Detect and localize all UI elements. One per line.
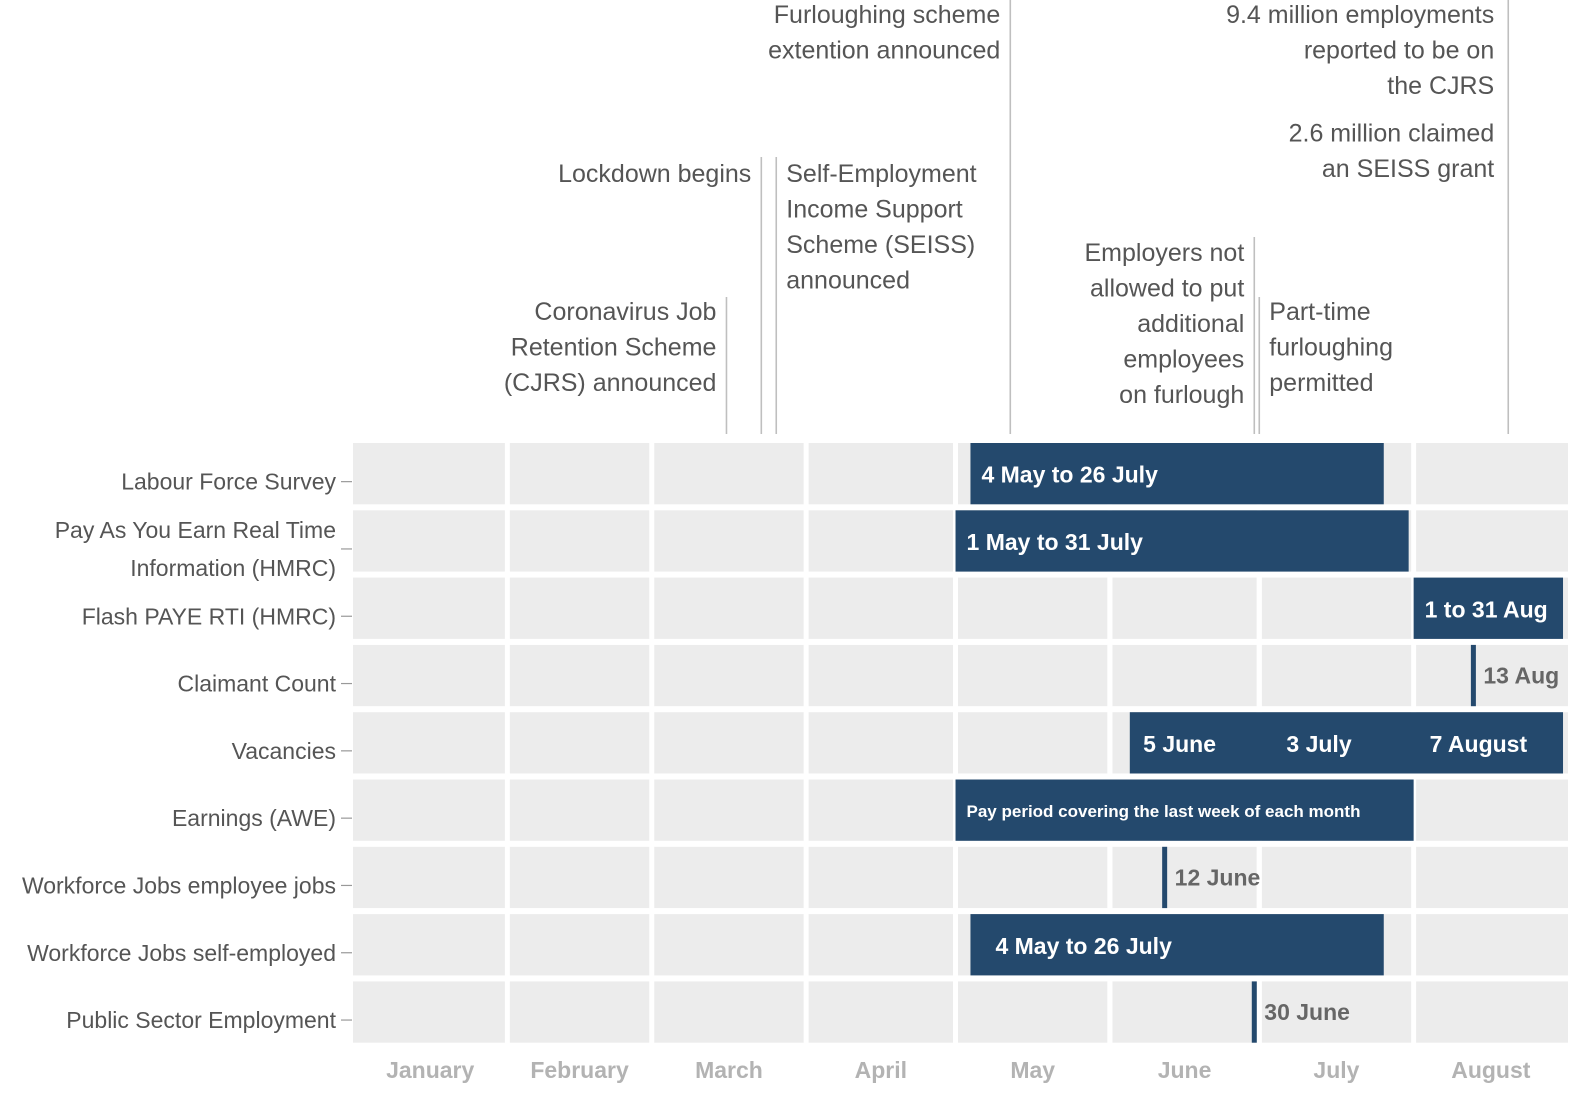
y-tick-label: Earnings (AWE) — [172, 805, 336, 831]
row-separator — [353, 571, 1568, 578]
month-gridline — [953, 443, 959, 1049]
event-label: Income Support — [786, 196, 963, 224]
y-tick-label: Flash PAYE RTI (HMRC) — [82, 603, 336, 629]
event-label: Self-Employment — [786, 160, 976, 188]
event-label: announced — [786, 267, 910, 295]
event-label: Part-time — [1269, 298, 1370, 326]
row-separator — [353, 638, 1568, 645]
y-tick-label: Labour Force Survey — [121, 469, 336, 495]
month-gridline — [649, 443, 655, 1049]
period-bar — [970, 914, 1384, 976]
row-separator — [353, 975, 1568, 982]
y-tick-label: Claimant Count — [177, 671, 336, 697]
row-separator — [353, 840, 1568, 847]
period-bar — [1413, 577, 1564, 639]
event-label: Employers not — [1084, 239, 1244, 267]
x-axis-labels: January February March April May June July Augu… — [386, 1057, 1531, 1083]
x-tick-label: August — [1451, 1057, 1531, 1083]
x-tick-label: March — [695, 1057, 763, 1083]
event-label: 9.4 million employments — [1226, 1, 1494, 29]
event-label: on furlough — [1119, 381, 1244, 409]
bar-label: 5 June — [1143, 731, 1216, 757]
x-tick-label: January — [386, 1057, 474, 1083]
point-marker — [1251, 981, 1257, 1043]
row-separator — [353, 908, 1568, 915]
event-label: permitted — [1269, 369, 1373, 397]
x-tick-label: February — [530, 1057, 629, 1083]
row-separator — [353, 706, 1568, 713]
point-label: 30 June — [1264, 999, 1350, 1025]
y-tick-label: Information (HMRC) — [130, 555, 336, 581]
bar-label: 4 May to 26 July — [981, 462, 1158, 488]
event-label: reported to be on — [1304, 37, 1494, 65]
period-bars: 4 May to 26 July 1 May to 31 July 1 to 31 … — [955, 443, 1564, 1043]
event-label: additional — [1137, 310, 1244, 338]
point-marker — [1470, 644, 1476, 707]
bar-label: 1 to 31 Aug — [1425, 596, 1548, 622]
event-label: (CJRS) announced — [504, 369, 717, 397]
bar-label: 1 May to 31 July — [967, 529, 1144, 555]
event-label: Lockdown begins — [558, 160, 751, 188]
event-label: Retention Scheme — [511, 334, 717, 362]
y-tick-label: Pay As You Earn Real Time — [55, 517, 336, 543]
row-separator — [353, 504, 1568, 511]
y-tick-label: Vacancies — [232, 738, 336, 764]
period-bar — [955, 510, 1409, 572]
event-label: Coronavirus Job — [534, 298, 716, 326]
event-label: 2.6 million claimed — [1289, 120, 1495, 148]
bar-label: 7 August — [1430, 731, 1528, 757]
x-tick-label: June — [1158, 1057, 1212, 1083]
month-gridline — [504, 443, 510, 1049]
event-label: employees — [1123, 346, 1244, 374]
x-tick-label: April — [855, 1057, 907, 1083]
event-label: the CJRS — [1387, 72, 1494, 100]
x-tick-label: May — [1010, 1057, 1055, 1083]
row-separator — [353, 773, 1568, 780]
event-label: allowed to put — [1090, 275, 1244, 303]
y-tick-label: Public Sector Employment — [66, 1007, 336, 1033]
y-tick-label: Workforce Jobs self-employed — [27, 940, 336, 966]
point-label: 12 June — [1175, 864, 1261, 890]
period-bar — [955, 779, 1414, 841]
bar-label: 4 May to 26 July — [995, 933, 1172, 959]
point-marker — [1162, 846, 1168, 909]
x-tick-label: July — [1313, 1057, 1359, 1083]
event-label: extention announced — [768, 37, 1000, 65]
event-label: Scheme (SEISS) — [786, 231, 975, 259]
event-label: furloughing — [1269, 334, 1393, 362]
event-label: an SEISS grant — [1322, 155, 1494, 183]
month-gridline — [803, 443, 809, 1049]
bar-label: Pay period covering the last week of eac… — [967, 802, 1361, 821]
period-bar — [1129, 712, 1564, 774]
bar-label: 3 July — [1286, 731, 1351, 757]
event-label: Furloughing scheme — [774, 1, 1001, 29]
y-tick-label: Workforce Jobs employee jobs — [22, 872, 336, 898]
period-bar — [970, 443, 1384, 505]
point-label: 13 Aug — [1483, 663, 1559, 689]
